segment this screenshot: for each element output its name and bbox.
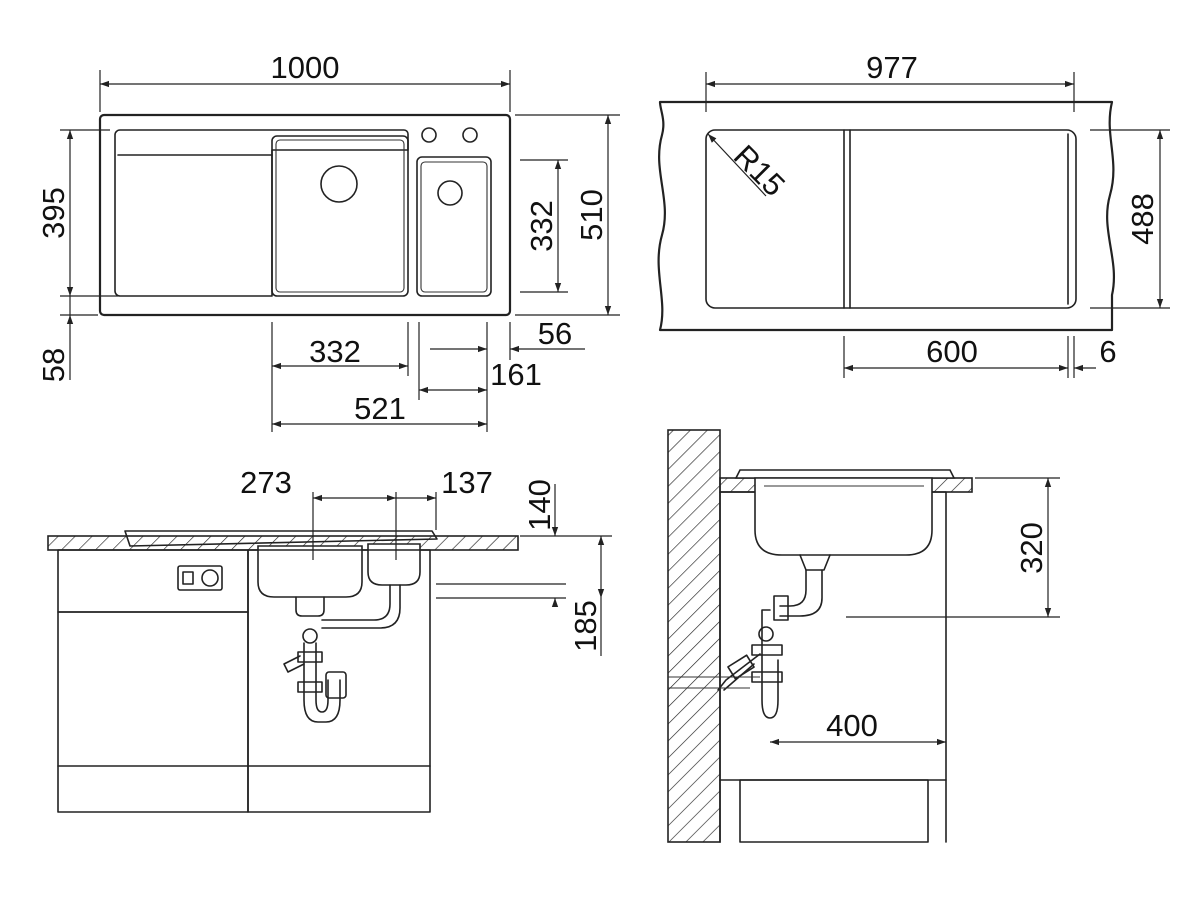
sink-outline bbox=[98, 113, 512, 317]
control-box bbox=[177, 565, 223, 591]
dim-r15: R15 bbox=[727, 138, 792, 203]
front-waste-trap bbox=[283, 584, 401, 723]
dim-161: 161 bbox=[490, 357, 542, 392]
cutout bbox=[705, 129, 1077, 309]
dim-521: 521 bbox=[354, 391, 406, 426]
main-bowl bbox=[271, 135, 409, 297]
small-drain bbox=[437, 180, 463, 206]
dim-332-vertical: 332 bbox=[524, 200, 559, 252]
dim-137: 137 bbox=[441, 465, 493, 500]
dim-332-horizontal: 332 bbox=[309, 334, 361, 369]
front-section-view: 273 137 140 185 bbox=[47, 465, 612, 813]
cutout-view: R15 977 488 600 6 bbox=[657, 50, 1170, 378]
dim-273: 273 bbox=[240, 465, 292, 500]
dim-1000: 1000 bbox=[271, 50, 340, 85]
dim-977: 977 bbox=[866, 50, 918, 85]
drainer-area bbox=[114, 129, 409, 297]
dim-6: 6 bbox=[1099, 334, 1116, 369]
worktop-panel bbox=[657, 100, 1116, 332]
side-waste-trap bbox=[668, 554, 831, 719]
front-small-bowl bbox=[367, 543, 421, 586]
tap-hole-1 bbox=[421, 127, 437, 143]
front-cabinet-left bbox=[57, 611, 249, 813]
dim-600: 600 bbox=[926, 334, 978, 369]
side-section-view: 320 400 bbox=[667, 429, 1060, 843]
side-bowl bbox=[754, 477, 933, 556]
small-bowl bbox=[416, 156, 492, 297]
tap-hole-2 bbox=[462, 127, 478, 143]
dim-510: 510 bbox=[574, 189, 609, 241]
main-drain bbox=[320, 165, 358, 203]
dim-58: 58 bbox=[36, 348, 71, 382]
dim-185: 185 bbox=[568, 600, 603, 652]
front-main-bowl bbox=[257, 545, 363, 598]
dim-395: 395 bbox=[36, 187, 71, 239]
dim-488: 488 bbox=[1125, 193, 1160, 245]
dim-140: 140 bbox=[522, 479, 557, 531]
dim-320: 320 bbox=[1014, 522, 1049, 574]
plan-view: 1000 395 58 510 332 332 56 bbox=[36, 50, 620, 432]
dim-400: 400 bbox=[826, 708, 878, 743]
wall bbox=[667, 429, 721, 843]
front-cabinet-right bbox=[247, 549, 431, 813]
dim-56: 56 bbox=[538, 316, 572, 351]
